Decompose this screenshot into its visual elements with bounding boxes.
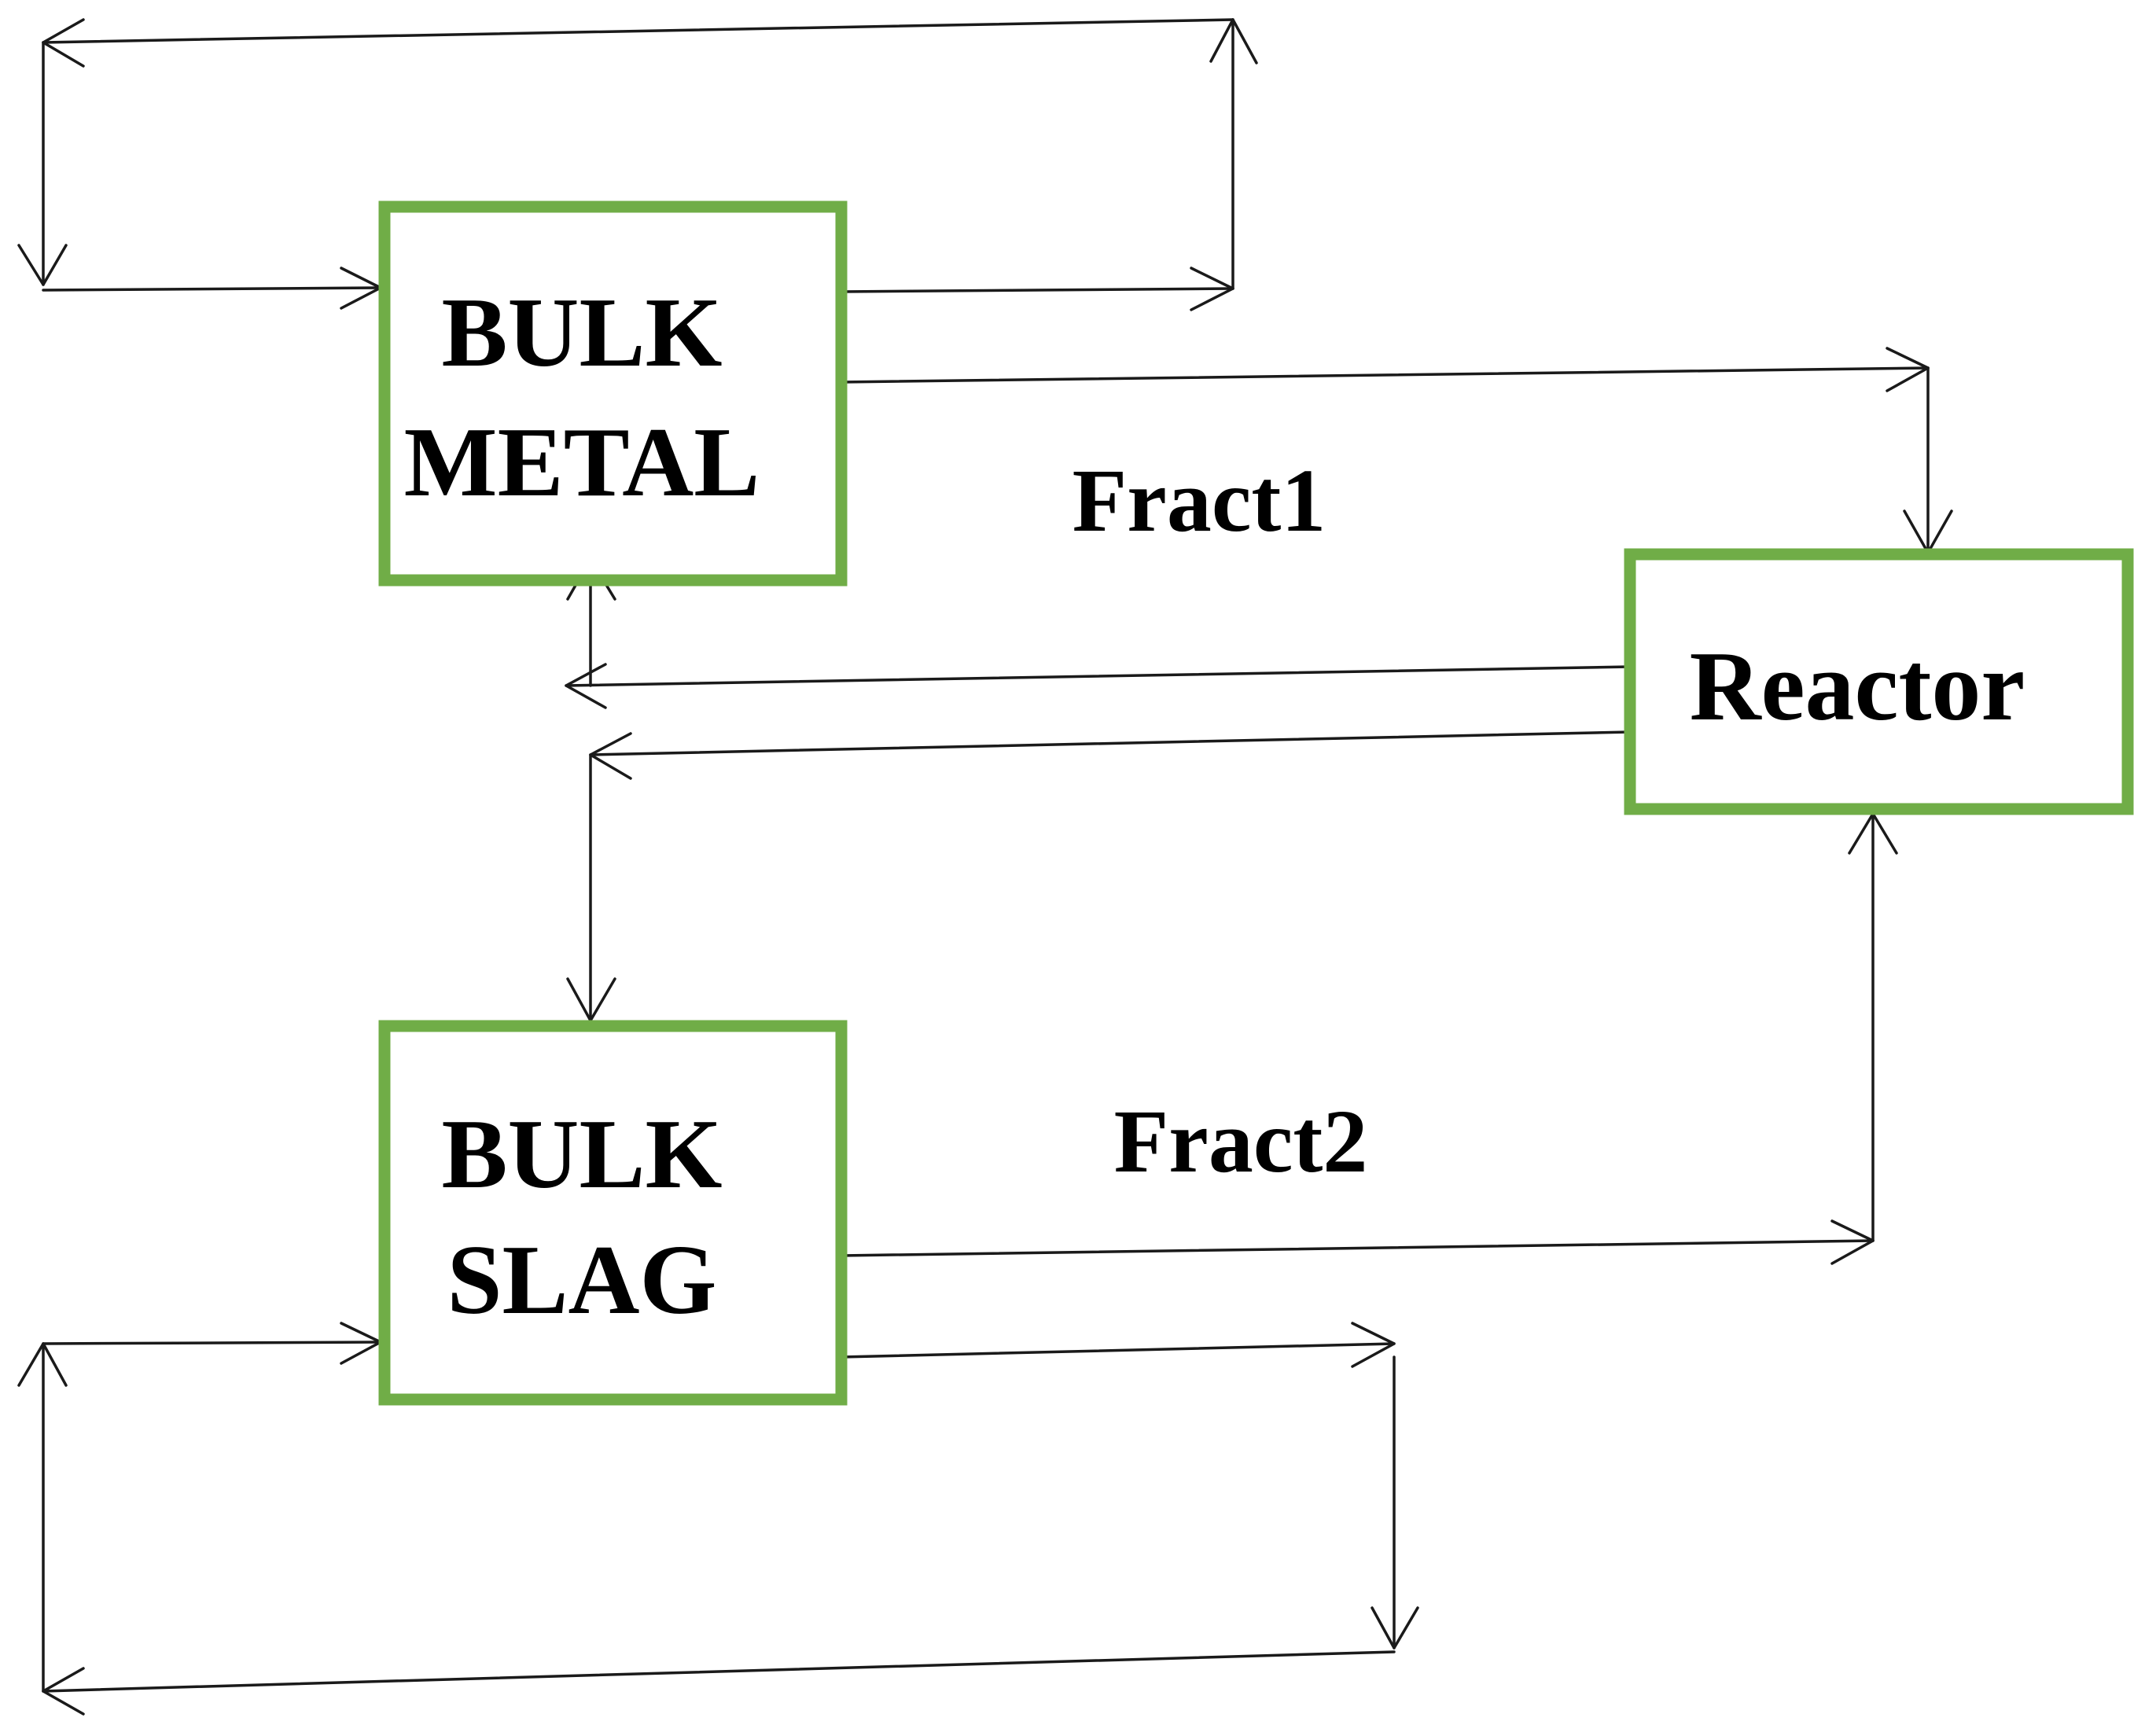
- fract2-label: Fract2: [1114, 1091, 1368, 1191]
- arrowhead-right: [1190, 267, 1234, 311]
- loop-inlet-line: [42, 1341, 382, 1345]
- bulk-slag-label-line2: SLAG: [447, 1226, 716, 1335]
- fract1-horizontal-line: [840, 366, 1930, 384]
- bulk-metal-label-line2: METAL: [404, 408, 760, 517]
- metal-to-reactor-flow: [840, 347, 1953, 554]
- bulk-metal-label-line1: BULK: [441, 278, 722, 388]
- reactor-border: [1624, 548, 2134, 815]
- arrowhead-down: [1371, 1606, 1419, 1650]
- bulk-metal-border: [378, 200, 848, 587]
- loop-bottom-line: [42, 1650, 1396, 1693]
- slag-recirculation-loop: [17, 1322, 1419, 1716]
- loop-inlet-line: [42, 286, 382, 292]
- bulk-slag-label-line1: BULK: [441, 1100, 722, 1209]
- reactor-label: Reactor: [1690, 632, 2025, 741]
- arrowhead-right: [1351, 1322, 1396, 1368]
- loop-top-line: [42, 18, 1234, 44]
- arrowhead-left: [565, 663, 607, 709]
- arrowhead-down: [17, 244, 68, 286]
- loop-outlet-line: [840, 1342, 1396, 1359]
- slag-to-reactor-flow: [840, 812, 1898, 1265]
- loop-outlet-line: [840, 287, 1234, 293]
- reactor-to-slag-flow: [566, 730, 1632, 1022]
- fract2-horizontal-line: [840, 1239, 1875, 1257]
- fract1-label: Fract1: [1072, 451, 1326, 550]
- return-horizontal-line: [565, 665, 1632, 687]
- bulk-slag-border: [378, 1020, 848, 1406]
- slag-feed-horizontal-line: [589, 730, 1632, 756]
- bulk-metal-box: BULK METAL: [378, 200, 848, 587]
- reactor-box: Reactor: [1624, 548, 2134, 815]
- bulk-slag-box: BULK SLAG: [378, 1020, 848, 1406]
- arrowhead-up: [1209, 18, 1258, 64]
- metal-recirculation-loop: [17, 18, 1258, 311]
